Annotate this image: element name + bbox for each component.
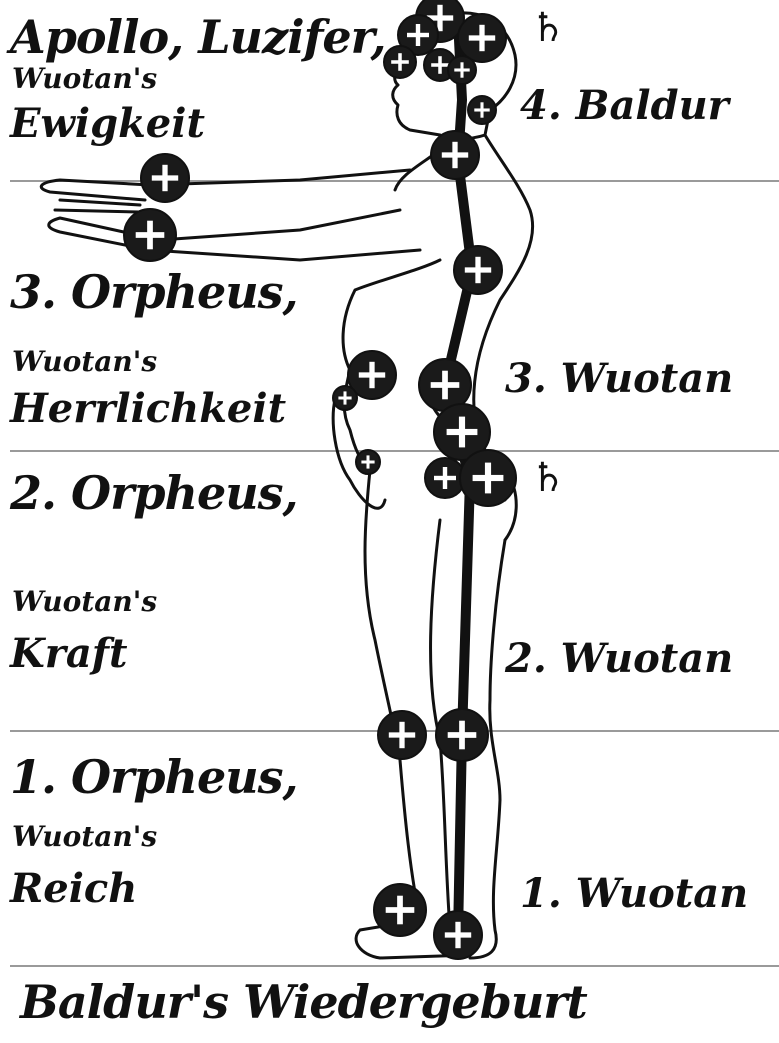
chakra-node-icon bbox=[141, 154, 189, 202]
chakra-node-icon bbox=[434, 911, 482, 959]
chakra-node-icon bbox=[458, 14, 506, 62]
label-herrlichkeit: Herrlichkeit bbox=[10, 385, 286, 432]
chakra-node-icon bbox=[378, 711, 426, 759]
chakra-node-icon bbox=[333, 386, 357, 410]
label-wuotans-top: Wuotan's bbox=[12, 62, 157, 95]
label-wuotans-1: Wuotan's bbox=[12, 820, 157, 853]
chakra-node-icon bbox=[124, 209, 176, 261]
label-wuotan-2: 2. Wuotan bbox=[505, 635, 733, 682]
label-orpheus-1: 1. Orpheus, bbox=[10, 750, 298, 804]
label-baldur-4: 4. Baldur bbox=[520, 82, 729, 129]
label-wuotans-2: Wuotan's bbox=[12, 585, 157, 618]
label-apollo-luzifer: Apollo, Luzifer, bbox=[10, 10, 386, 64]
label-orpheus-2: 2. Orpheus, bbox=[10, 466, 298, 520]
chakra-node-icon bbox=[374, 884, 426, 936]
saturn-symbol-mid-icon: ♄ bbox=[530, 455, 566, 501]
chakra-node-icon bbox=[384, 46, 416, 78]
chakra-node-icon bbox=[460, 450, 516, 506]
chakra-node-icon bbox=[356, 450, 380, 474]
label-wuotans-3: Wuotan's bbox=[12, 345, 157, 378]
label-reich: Reich bbox=[10, 865, 137, 912]
chakra-node-icon bbox=[468, 96, 496, 124]
chakra-node-icon bbox=[436, 709, 488, 761]
label-wuotan-1: 1. Wuotan bbox=[520, 870, 748, 917]
label-wuotan-3: 3. Wuotan bbox=[505, 355, 733, 402]
label-kraft: Kraft bbox=[10, 630, 127, 677]
saturn-symbol-top-icon: ♄ bbox=[530, 5, 566, 51]
label-baldurs-wiedergeburt: Baldur's Wiedergeburt bbox=[20, 975, 587, 1029]
chakra-node-icon bbox=[431, 131, 479, 179]
chakra-node-icon bbox=[454, 246, 502, 294]
chakra-node-icon bbox=[448, 56, 476, 84]
label-ewigkeit: Ewigkeit bbox=[10, 100, 205, 147]
label-orpheus-3: 3. Orpheus, bbox=[10, 265, 298, 319]
